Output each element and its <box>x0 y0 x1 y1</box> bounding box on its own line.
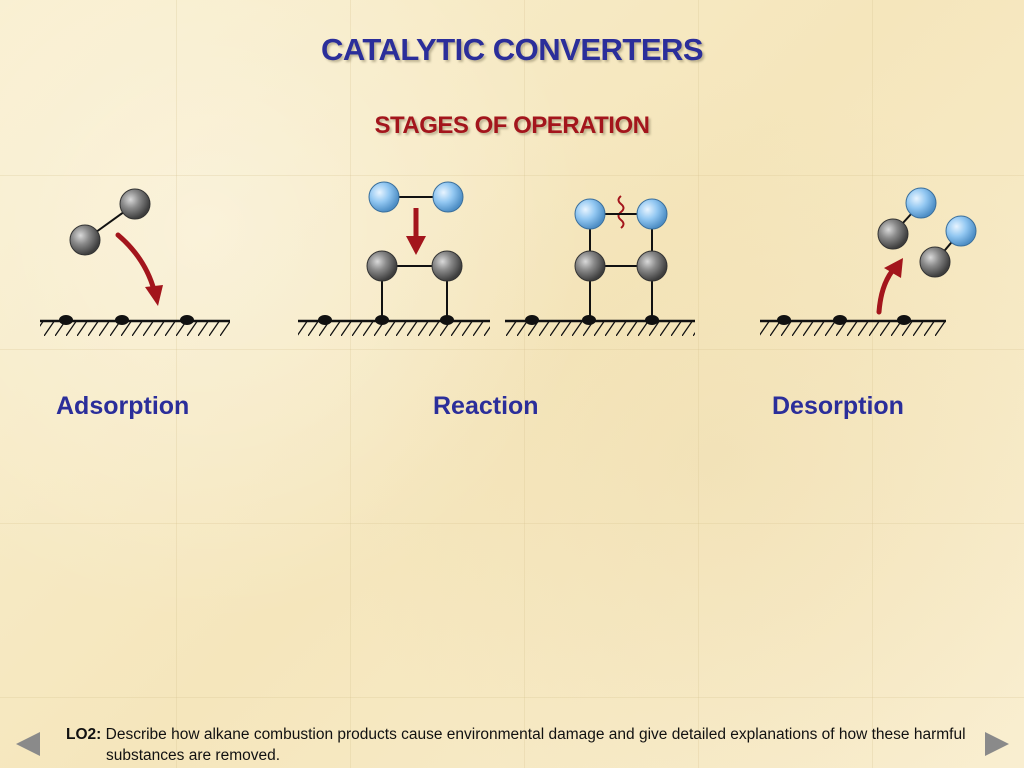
catalyst-surface <box>505 315 695 336</box>
previous-slide-button[interactable] <box>16 732 40 756</box>
learning-objective-text: Describe how alkane combustion products … <box>105 726 966 764</box>
adsorbed-grey-molecule <box>366 250 463 316</box>
reaction-stage-bonding <box>505 195 695 336</box>
catalysis-stages-diagram <box>40 181 977 336</box>
blue-molecule <box>368 181 464 213</box>
slide-subtitle: STAGES OF OPERATION <box>374 112 650 139</box>
product-molecule-2 <box>919 215 977 278</box>
reaction-stage-approach <box>298 181 490 336</box>
catalyst-surface <box>760 315 946 336</box>
downward-curved-arrow <box>115 232 163 306</box>
transition-complex <box>574 195 668 316</box>
stage-label-adsorption: Adsorption <box>56 392 190 420</box>
next-slide-button[interactable] <box>985 732 1009 756</box>
upward-curved-arrow <box>876 258 903 315</box>
product-molecule-1 <box>877 187 937 250</box>
catalyst-surface <box>298 315 490 336</box>
stage-label-desorption: Desorption <box>772 392 904 420</box>
grey-molecule <box>69 188 151 256</box>
bond-break-squiggle-icon <box>617 195 625 229</box>
slide-title: CATALYTIC CONVERTERS <box>320 32 704 67</box>
stage-label-reaction: Reaction <box>433 392 539 420</box>
adsorption-stage <box>40 188 230 336</box>
learning-objective-label: LO2: <box>66 726 102 743</box>
catalyst-surface <box>40 315 230 336</box>
desorption-stage <box>760 187 977 336</box>
down-arrow <box>406 208 426 255</box>
learning-objective: LO2: Describe how alkane combustion prod… <box>66 724 1006 766</box>
